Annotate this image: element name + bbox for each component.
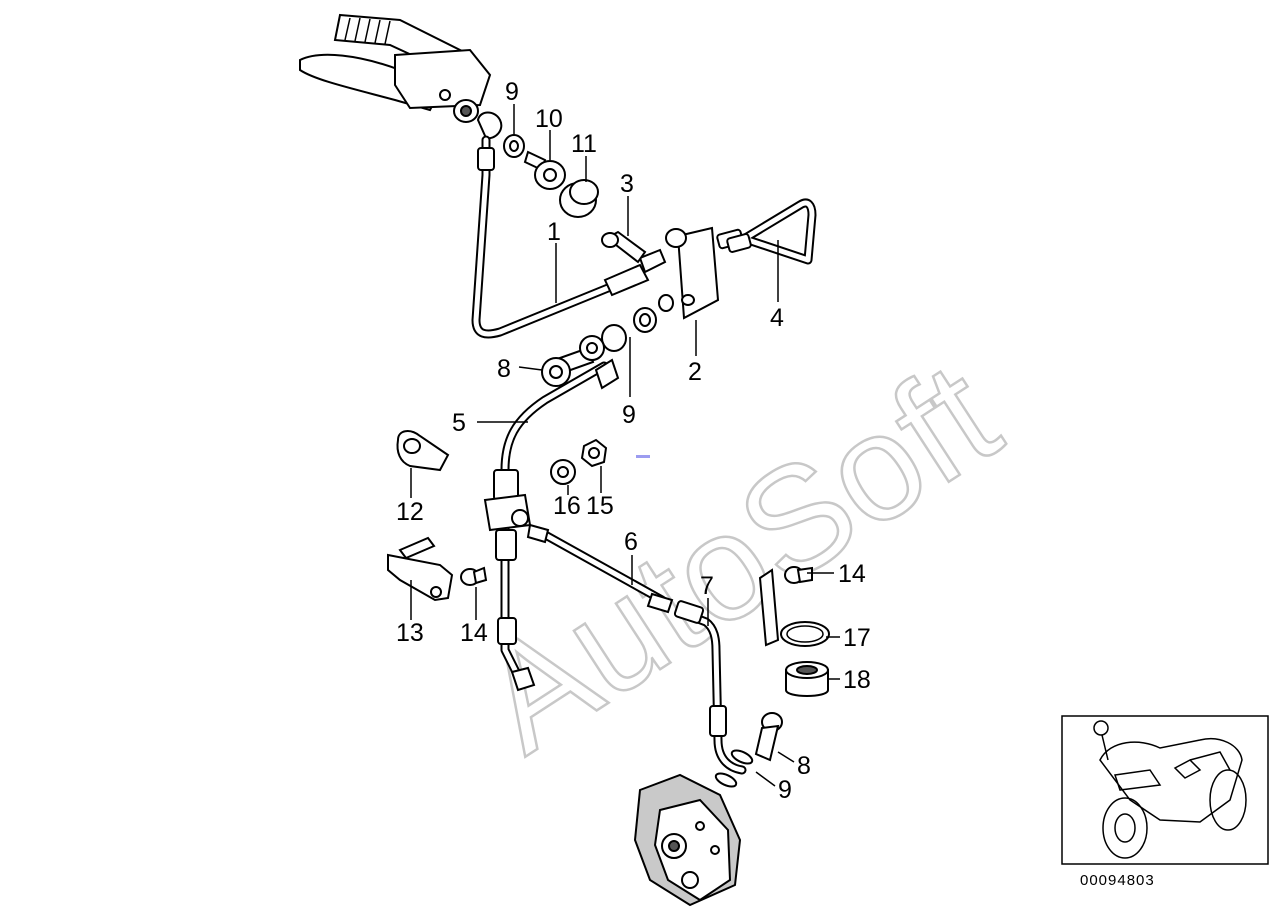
label-part-18: 18: [843, 666, 871, 694]
part-17-bracket-ring: [758, 568, 830, 647]
label-part-2: 2: [688, 358, 702, 386]
label-part-13: 13: [396, 619, 424, 647]
label-part-5: 5: [452, 409, 466, 437]
part-8-lower-banjo-bolt: [754, 712, 783, 762]
label-part-10: 10: [535, 105, 563, 133]
part-5-brake-hose: [483, 358, 620, 692]
label-part-17: 17: [843, 624, 871, 652]
label-part-4: 4: [770, 304, 784, 332]
part-10-banjo-bolt: [523, 150, 566, 190]
part-1-brake-hose: [471, 111, 667, 339]
part-18-grommet: [785, 661, 829, 697]
label-part-6: 6: [624, 528, 638, 556]
part-15-nut: [580, 438, 608, 468]
watermark: AutoSoft: [451, 330, 1025, 784]
part-11-cap: [559, 179, 599, 218]
part-12-clip: [396, 430, 450, 472]
part-14-right-screw: [784, 566, 813, 584]
part-3-bolt: [601, 230, 647, 264]
catalog-number: 00094803: [1080, 872, 1155, 889]
leader-lines: [410, 104, 840, 787]
label-part-1: 1: [547, 218, 561, 246]
part-16-washer: [550, 459, 576, 485]
label-part-7: 7: [700, 572, 714, 600]
label-part-9-mid: 9: [622, 401, 636, 429]
label-part-9-bottom: 9: [778, 776, 792, 804]
handlebar-lever-icon: [299, 13, 492, 123]
label-part-14-left: 14: [460, 619, 488, 647]
part-7-brake-hose: [673, 600, 747, 775]
label-part-14-right: 14: [838, 560, 866, 588]
label-part-12: 12: [396, 498, 424, 526]
part-2-distributor: [658, 226, 720, 320]
label-part-16: 16: [553, 492, 581, 520]
label-part-3: 3: [620, 170, 634, 198]
label-part-8-bottom: 8: [797, 752, 811, 780]
label-part-15: 15: [586, 492, 614, 520]
part-14-screw: [460, 566, 488, 586]
part-6-brake-line: [526, 523, 674, 614]
motorcycle-thumbnail-icon: [1061, 715, 1269, 865]
label-part-9-top: 9: [505, 78, 519, 106]
label-part-8-top: 8: [497, 355, 511, 383]
part-4-brake-line: [716, 198, 817, 265]
part-13-bracket: [387, 536, 454, 602]
label-part-11: 11: [571, 130, 597, 158]
brake-caliper-icon: [633, 773, 742, 907]
